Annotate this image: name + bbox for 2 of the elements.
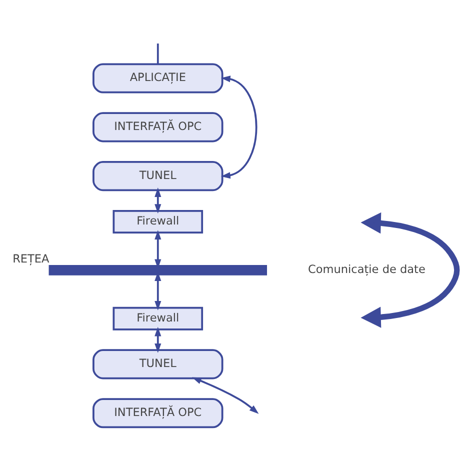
node-label: REȚEA: [12, 252, 50, 266]
label: Comunicație de date: [308, 263, 426, 276]
